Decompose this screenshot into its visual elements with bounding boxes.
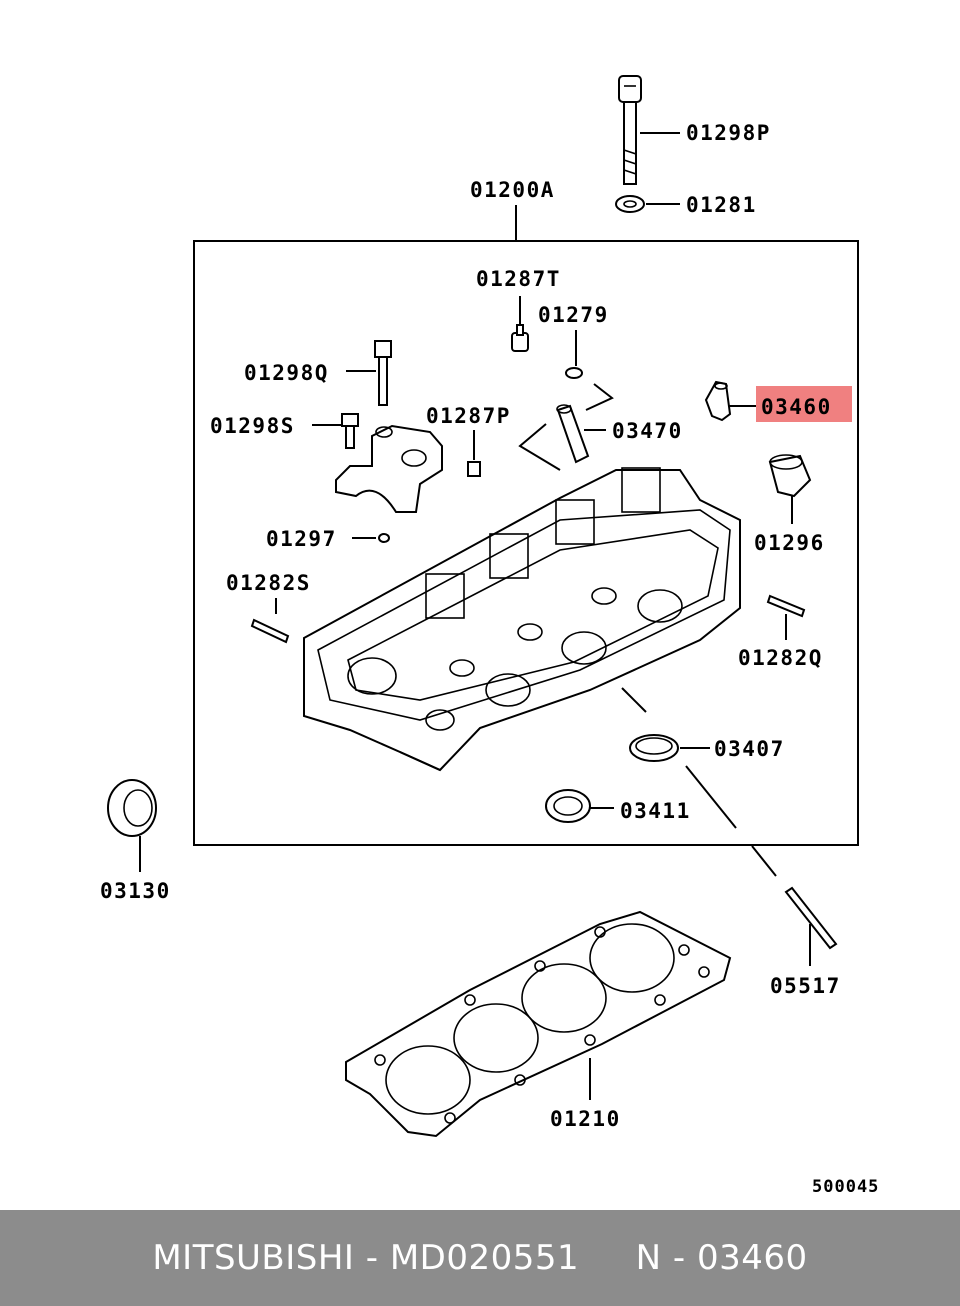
diagram-code: 500045 <box>812 1177 879 1197</box>
label-03460[interactable]: 03460 <box>761 395 832 419</box>
label-01298S: 01298S <box>210 414 295 438</box>
bolt-01298Q[interactable] <box>374 340 392 406</box>
label-01200A: 01200A <box>470 178 555 202</box>
stud-01282Q[interactable] <box>766 594 806 618</box>
label-01298P: 01298P <box>686 121 771 145</box>
stud-01282S[interactable] <box>250 618 290 644</box>
label-01298Q: 01298Q <box>244 361 329 385</box>
label-05517: 05517 <box>770 974 841 998</box>
highlight-03460 <box>756 386 852 422</box>
valve-guide-03470[interactable] <box>556 404 590 464</box>
plug-01287T[interactable] <box>511 324 529 352</box>
label-01281: 01281 <box>686 193 757 217</box>
oil-seal-03130[interactable] <box>107 779 157 837</box>
label-01282Q: 01282Q <box>738 646 823 670</box>
label-01296: 01296 <box>754 531 825 555</box>
head-bolt-01298P[interactable] <box>618 75 642 185</box>
plug-01287P[interactable] <box>467 461 481 477</box>
footer-bar: MITSUBISHI - MD020551 N - 03460 <box>0 1210 960 1306</box>
pin-05517[interactable] <box>784 886 838 950</box>
washer-01281[interactable] <box>615 195 645 213</box>
seal-03411[interactable] <box>545 789 591 823</box>
assembly-frame <box>193 240 859 846</box>
label-01297: 01297 <box>266 527 337 551</box>
label-01287T: 01287T <box>476 267 561 291</box>
head-gasket-01210[interactable] <box>345 910 732 1138</box>
bearing-cap[interactable] <box>335 424 443 513</box>
bolt-01298S[interactable] <box>341 413 359 449</box>
label-01279: 01279 <box>538 303 609 327</box>
cap-plug-01296[interactable] <box>768 454 812 498</box>
o-ring-01279[interactable] <box>565 367 583 379</box>
dowel-01297[interactable] <box>378 533 390 543</box>
seal-03407[interactable] <box>629 734 679 762</box>
part-03460[interactable] <box>704 380 732 422</box>
cylinder-head[interactable] <box>303 467 741 772</box>
label-03130: 03130 <box>100 879 171 903</box>
label-01282S: 01282S <box>226 571 311 595</box>
cylinder-head-diagram: 01298P 01281 01200A 01287T 01279 01298Q … <box>100 75 879 1197</box>
label-01287P: 01287P <box>426 404 511 428</box>
label-03470: 03470 <box>612 419 683 443</box>
label-03411: 03411 <box>620 799 691 823</box>
footer-part-info: MITSUBISHI - MD020551 N - 03460 <box>152 1238 808 1278</box>
label-03407: 03407 <box>714 737 785 761</box>
label-01210: 01210 <box>550 1107 621 1131</box>
